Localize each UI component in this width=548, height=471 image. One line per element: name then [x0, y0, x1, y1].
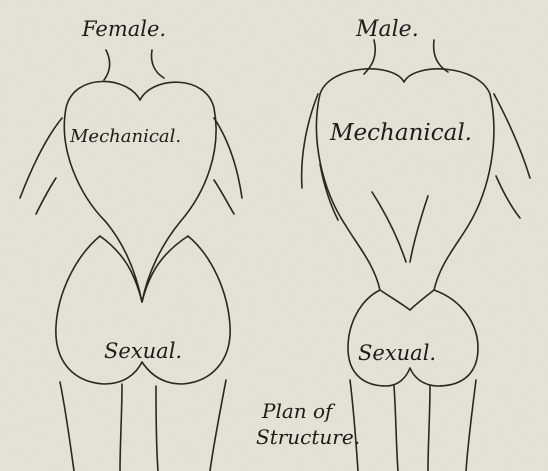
caption-line-2: Structure. [256, 425, 360, 449]
male-sexual-label: Sexual. [358, 341, 436, 365]
female-mechanical-label: Mechanical. [69, 126, 181, 147]
male-title: Male. [355, 17, 419, 42]
female-title: Female. [81, 17, 166, 41]
caption-line-1: Plan of [261, 399, 336, 423]
female-sexual-label: Sexual. [104, 339, 182, 363]
male-mechanical-label: Mechanical. [329, 120, 472, 146]
